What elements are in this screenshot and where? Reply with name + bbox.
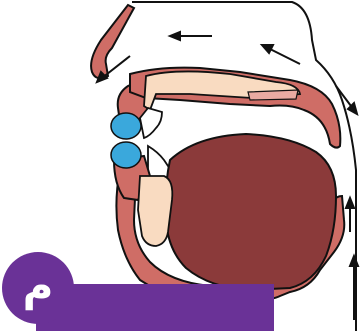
arrow-icon xyxy=(170,32,212,40)
arrow-icon xyxy=(346,198,354,232)
arrow-icon xyxy=(262,45,300,64)
tongue xyxy=(166,134,337,290)
palate-light-strip xyxy=(248,90,298,100)
nose xyxy=(91,5,134,78)
lower-lip-contact xyxy=(111,142,141,168)
badge-letter: م xyxy=(23,261,54,311)
arrow-icon xyxy=(336,86,357,114)
upper-lip-contact xyxy=(111,113,141,139)
upper-tooth xyxy=(140,108,162,138)
mandible-bone xyxy=(138,176,172,246)
